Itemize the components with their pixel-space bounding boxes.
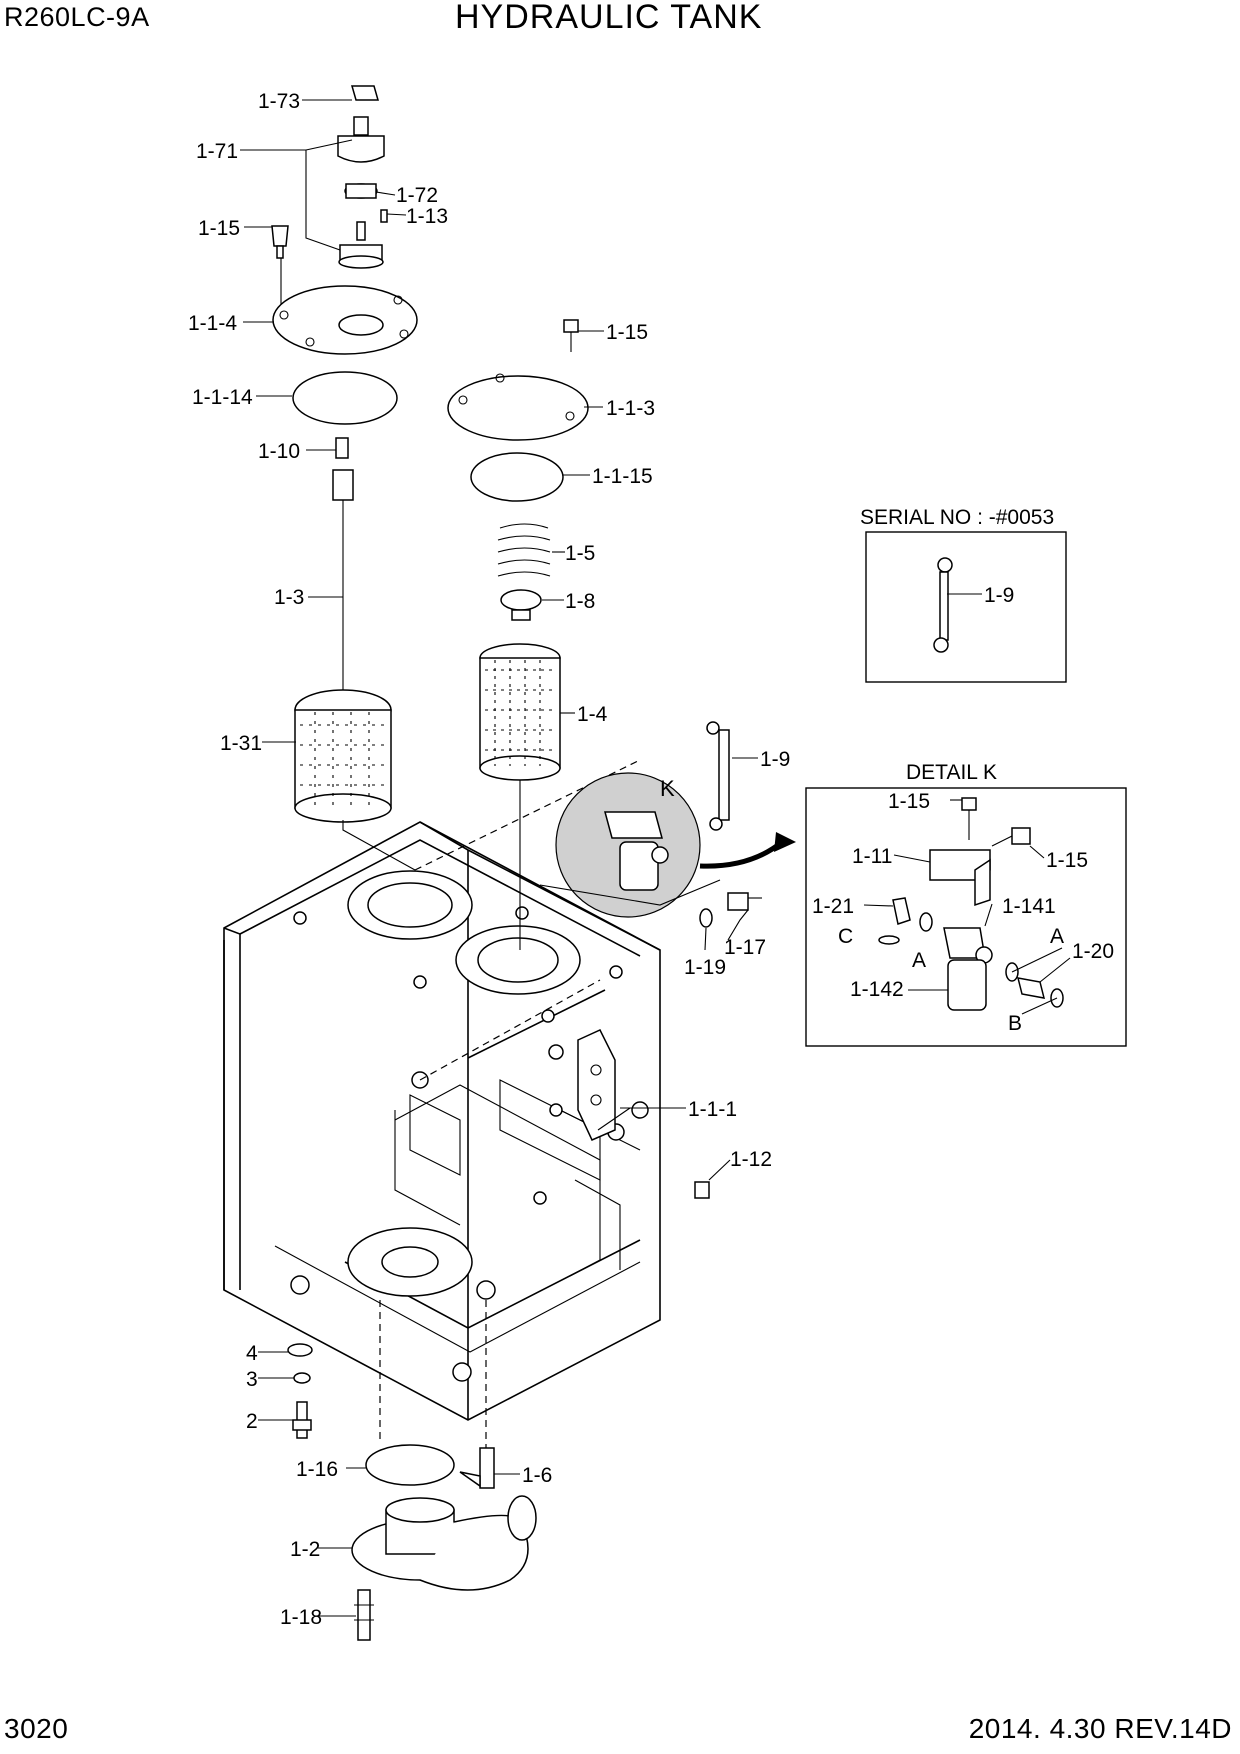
detail-k-inset [805, 787, 1127, 1047]
detail-callout-1-141: 1-141 [1002, 895, 1056, 918]
callout-3: 3 [246, 1368, 258, 1391]
callout-1-17: 1-17 [724, 936, 766, 959]
bolt-1-15-top [563, 319, 579, 352]
callout-1-4: 1-4 [577, 703, 608, 726]
callout-1-3: 1-3 [274, 586, 304, 609]
bolt-2 [292, 1401, 312, 1439]
callout-1-1-4: 1-1-4 [188, 312, 237, 335]
callout-1-15-a: 1-15 [198, 217, 240, 240]
detail-callout-1-20: 1-20 [1072, 940, 1114, 963]
serial-number-inset [865, 531, 1067, 683]
valve-1-8 [500, 589, 542, 621]
washer-4 [287, 1343, 313, 1357]
o-ring-1-1-14 [292, 371, 398, 425]
callout-1-12: 1-12 [730, 1148, 772, 1171]
hydraulic-tank-body [223, 759, 661, 1470]
leader-lines [240, 99, 1071, 1617]
detail-callout-a-left: A [912, 949, 926, 972]
serial-box-caption: SERIAL NO : -#0053 [860, 506, 1054, 529]
detail-callout-1-142: 1-142 [850, 978, 904, 1001]
callout-1-2: 1-2 [290, 1538, 320, 1561]
detail-callout-1-21: 1-21 [812, 895, 854, 918]
detail-callout-1-15-a: 1-15 [888, 790, 930, 813]
cover-1-1-3 [447, 373, 589, 441]
arrow-to-detail [699, 840, 784, 869]
washer-3 [293, 1372, 311, 1384]
detail-callout-b: B [1008, 1012, 1022, 1035]
element-1-4 [479, 643, 561, 950]
o-ring-1-19 [699, 908, 713, 928]
callout-1-19: 1-19 [684, 956, 726, 979]
spring-1-5 [497, 523, 551, 577]
o-ring-1-16 [365, 1444, 455, 1486]
cover-plate-1-1-4 [272, 285, 418, 355]
plug-1-12 [694, 1181, 710, 1199]
rod-1-3 [332, 469, 354, 690]
callout-1-6: 1-6 [522, 1464, 552, 1487]
detail-k-caption: DETAIL K [906, 761, 997, 784]
callout-1-1-14: 1-1-14 [192, 386, 253, 409]
suction-pipe-1-2 [351, 1495, 537, 1591]
detail-callout-1-15-b: 1-15 [1046, 849, 1088, 872]
callout-1-1-15: 1-1-15 [592, 465, 653, 488]
callout-1-1-3: 1-1-3 [606, 397, 655, 420]
sensor-1-17 [727, 892, 762, 911]
detail-callout-c: C [838, 925, 853, 948]
spring-1-10 [335, 437, 349, 459]
callout-1-1-1: 1-1-1 [688, 1098, 737, 1121]
detail-callout-a-right: A [1050, 925, 1064, 948]
detail-callout-1-11: 1-11 [852, 845, 892, 868]
page-number: 3020 [4, 1713, 69, 1744]
callout-1-73: 1-73 [258, 90, 300, 113]
callout-1-18: 1-18 [280, 1606, 322, 1629]
bolt-1-18 [354, 1589, 374, 1641]
callout-1-72: 1-72 [396, 184, 438, 207]
callout-1-16: 1-16 [296, 1458, 338, 1481]
callout-1-10: 1-10 [258, 440, 300, 463]
callout-4: 4 [246, 1342, 258, 1365]
model-number: R260LC-9A [4, 2, 150, 32]
detail-k-marker: K [660, 776, 675, 801]
drain-valve-1-6 [459, 1447, 495, 1489]
strainer-1-31 [294, 689, 416, 871]
callout-labels: 1-73 1-71 1-72 1-13 1-15 1-1-4 1-1-14 1-… [188, 90, 1114, 1629]
callout-1-15-b: 1-15 [606, 321, 648, 344]
level-gauge-1-9 [706, 721, 730, 831]
callout-1-8: 1-8 [565, 590, 595, 613]
page-title: HYDRAULIC TANK [455, 0, 763, 36]
callout-1-13: 1-13 [406, 205, 448, 228]
serial-box-callout-1-9: 1-9 [984, 584, 1014, 607]
callout-1-71: 1-71 [196, 140, 238, 163]
callout-1-5: 1-5 [565, 542, 595, 565]
callout-1-31: 1-31 [220, 732, 262, 755]
arrow-head [774, 832, 796, 852]
breather-assembly [271, 85, 388, 320]
callout-1-9: 1-9 [760, 748, 790, 771]
revision-date: 2014. 4.30 REV.14D [968, 1713, 1232, 1744]
o-ring-1-1-15 [470, 452, 564, 502]
detail-k-highlight [539, 772, 721, 918]
callout-2: 2 [246, 1410, 258, 1433]
